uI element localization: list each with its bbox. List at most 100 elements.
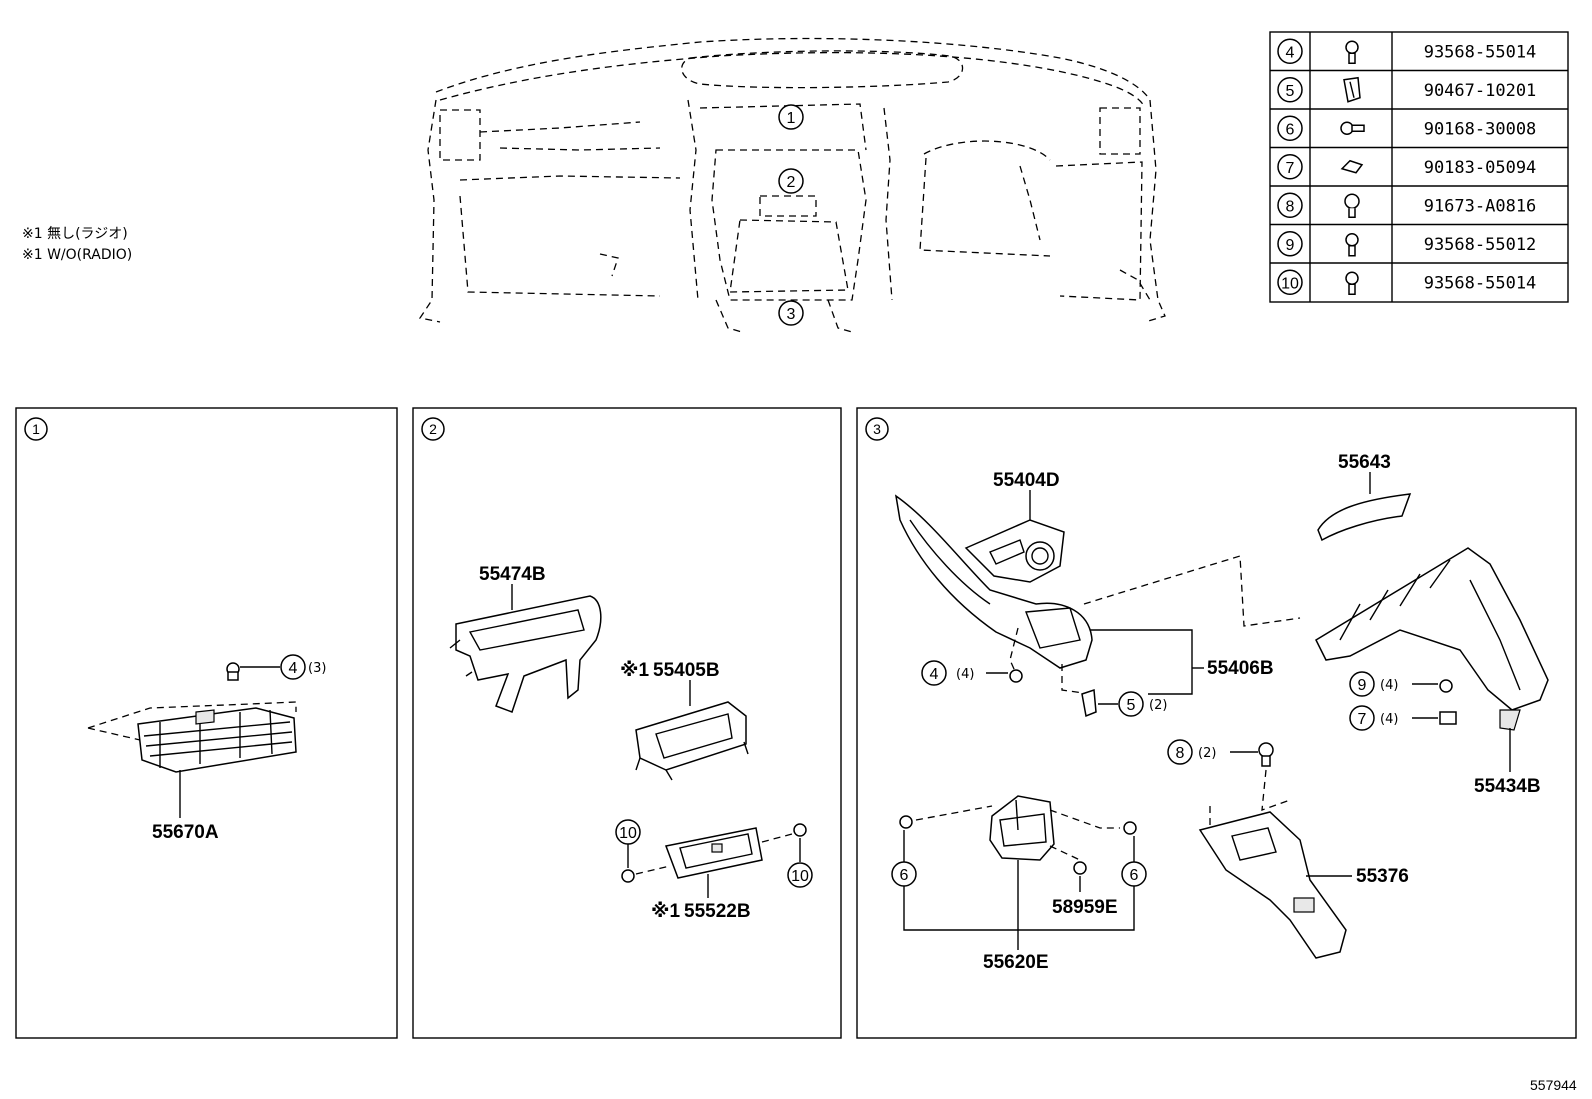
trim-55643-drawing bbox=[1317, 493, 1412, 542]
bolt-icon bbox=[1345, 40, 1359, 64]
part-label-58959e: 58959E bbox=[1052, 897, 1118, 918]
table-part-number: 93568-55014 bbox=[1424, 42, 1537, 62]
parts-table-row: 4 93568-55014 bbox=[1277, 38, 1537, 64]
dashboard-overview: 1 2 3 bbox=[418, 37, 1166, 333]
table-callout: 5 bbox=[1277, 77, 1303, 103]
clip-8-drawing bbox=[1258, 742, 1274, 767]
console-panel-55404d-drawing bbox=[964, 519, 1065, 583]
bolt-9-drawing bbox=[1439, 679, 1453, 693]
note-japanese: ※1 無し(ラジオ) bbox=[22, 226, 128, 242]
svg-text:6: 6 bbox=[900, 867, 909, 884]
part-label-55405b: 55405B bbox=[653, 660, 720, 681]
panel2-callout-10b: 10 bbox=[787, 862, 813, 888]
panel3-qty-7: (4) bbox=[1380, 712, 1398, 727]
panel3-qty-9: (4) bbox=[1380, 678, 1398, 693]
overview-callout-2: 2 bbox=[778, 168, 804, 194]
clip-5-drawing bbox=[1081, 688, 1097, 718]
part-label-55406b: 55406B bbox=[1207, 658, 1274, 679]
table-callout: 7 bbox=[1277, 154, 1303, 180]
parts-table-row: 8 91673-A0816 bbox=[1277, 192, 1537, 218]
part-label-55434b: 55434B bbox=[1474, 776, 1541, 797]
part-label-55620e: 55620E bbox=[983, 952, 1049, 973]
parts-table: 4 93568-55014 5 90467-10201 6 90168-30008 7 901… bbox=[1269, 31, 1569, 303]
table-part-number: 90183-05094 bbox=[1424, 158, 1537, 178]
part-label-55376: 55376 bbox=[1356, 866, 1409, 887]
panel3-callout-9: 9 bbox=[1349, 671, 1375, 697]
svg-text:1: 1 bbox=[32, 421, 40, 437]
panel-1-title: 1 bbox=[24, 417, 48, 441]
clip-icon bbox=[1343, 76, 1361, 103]
svg-text:10: 10 bbox=[619, 825, 637, 842]
svg-text:3: 3 bbox=[873, 421, 881, 437]
bracket-55376-drawing bbox=[1198, 811, 1347, 959]
table-part-number: 91673-A0816 bbox=[1424, 196, 1537, 216]
parts-table-row: 9 93568-55012 bbox=[1277, 231, 1537, 257]
screw-6-left-drawing bbox=[899, 815, 913, 829]
parts-table-row: 7 90183-05094 bbox=[1277, 154, 1537, 180]
svg-text:1: 1 bbox=[787, 110, 796, 127]
svg-text:8: 8 bbox=[1286, 198, 1295, 215]
bolt-icon bbox=[1345, 271, 1359, 295]
svg-text:5: 5 bbox=[1127, 697, 1136, 714]
unit-55522b-drawing bbox=[664, 827, 763, 879]
svg-text:4: 4 bbox=[1286, 44, 1295, 61]
svg-text:10: 10 bbox=[791, 868, 809, 885]
svg-text:3: 3 bbox=[787, 306, 796, 323]
svg-text:9: 9 bbox=[1358, 677, 1367, 694]
svg-text:5: 5 bbox=[1286, 83, 1295, 100]
panel1-callout-4: 4 bbox=[280, 654, 306, 680]
bezel-55474b-drawing bbox=[449, 595, 602, 713]
panel2-callout-10a: 10 bbox=[615, 819, 641, 845]
panel-2: 2 55474B ※1 55405B ※1 55522B bbox=[412, 407, 842, 1039]
svg-text:7: 7 bbox=[1286, 160, 1295, 177]
panel-3: 3 55404D 55406B 4 (4) bbox=[856, 407, 1577, 1039]
table-part-number: 90467-10201 bbox=[1424, 81, 1537, 101]
overview-callout-3: 3 bbox=[778, 300, 804, 326]
svg-text:6: 6 bbox=[1130, 867, 1139, 884]
figure-number: 557944 bbox=[1530, 1077, 1577, 1093]
shift-bezel-55406b-drawing bbox=[894, 494, 1093, 669]
part-label-55522b: 55522B bbox=[684, 901, 751, 922]
svg-text:2: 2 bbox=[787, 174, 796, 191]
vent-55670a-drawing bbox=[87, 701, 297, 773]
clip-pin-icon bbox=[1344, 193, 1360, 218]
nut-icon bbox=[1340, 159, 1364, 174]
panel3-callout-6a: 6 bbox=[891, 861, 917, 887]
panel3-callout-8: 8 bbox=[1167, 739, 1193, 765]
table-callout: 10 bbox=[1277, 269, 1303, 295]
svg-text:7: 7 bbox=[1358, 711, 1367, 728]
parts-table-row: 6 90168-30008 bbox=[1277, 115, 1537, 141]
parts-table-row: 5 90467-10201 bbox=[1277, 76, 1537, 103]
bolt-10-right-drawing bbox=[793, 823, 807, 837]
bolt-10-left-drawing bbox=[621, 869, 635, 883]
part-label-55643: 55643 bbox=[1338, 452, 1391, 473]
bolt-4-drawing bbox=[226, 662, 240, 681]
part-label-55404d: 55404D bbox=[993, 470, 1060, 491]
svg-text:10: 10 bbox=[1281, 275, 1299, 292]
table-callout: 8 bbox=[1277, 192, 1303, 218]
table-part-number: 90168-30008 bbox=[1424, 119, 1537, 139]
screw-icon bbox=[1340, 121, 1365, 135]
svg-text:4: 4 bbox=[930, 666, 939, 683]
svg-text:4: 4 bbox=[289, 660, 298, 677]
panel3-callout-4: 4 bbox=[921, 660, 947, 686]
panel3-callout-5: 5 bbox=[1118, 691, 1144, 717]
table-callout: 4 bbox=[1277, 38, 1303, 64]
mark-55405b: ※1 bbox=[620, 660, 649, 681]
note-english: ※1 W/O(RADIO) bbox=[22, 247, 132, 263]
table-callout: 6 bbox=[1277, 115, 1303, 141]
panel3-qty-8: (2) bbox=[1198, 746, 1216, 761]
panel3-qty-5: (2) bbox=[1149, 698, 1167, 713]
svg-text:6: 6 bbox=[1286, 121, 1295, 138]
frame-55434b-drawing bbox=[1315, 547, 1549, 731]
panel-1: 1 55670A 4 (3) bbox=[15, 407, 398, 1039]
screw-6-right-drawing bbox=[1123, 821, 1137, 835]
svg-text:2: 2 bbox=[429, 421, 437, 437]
table-callout: 9 bbox=[1277, 231, 1303, 257]
part-label-55474b: 55474B bbox=[479, 564, 546, 585]
nut-7-drawing bbox=[1439, 711, 1457, 725]
table-part-number: 93568-55012 bbox=[1424, 235, 1537, 255]
panel3-callout-7: 7 bbox=[1349, 705, 1375, 731]
